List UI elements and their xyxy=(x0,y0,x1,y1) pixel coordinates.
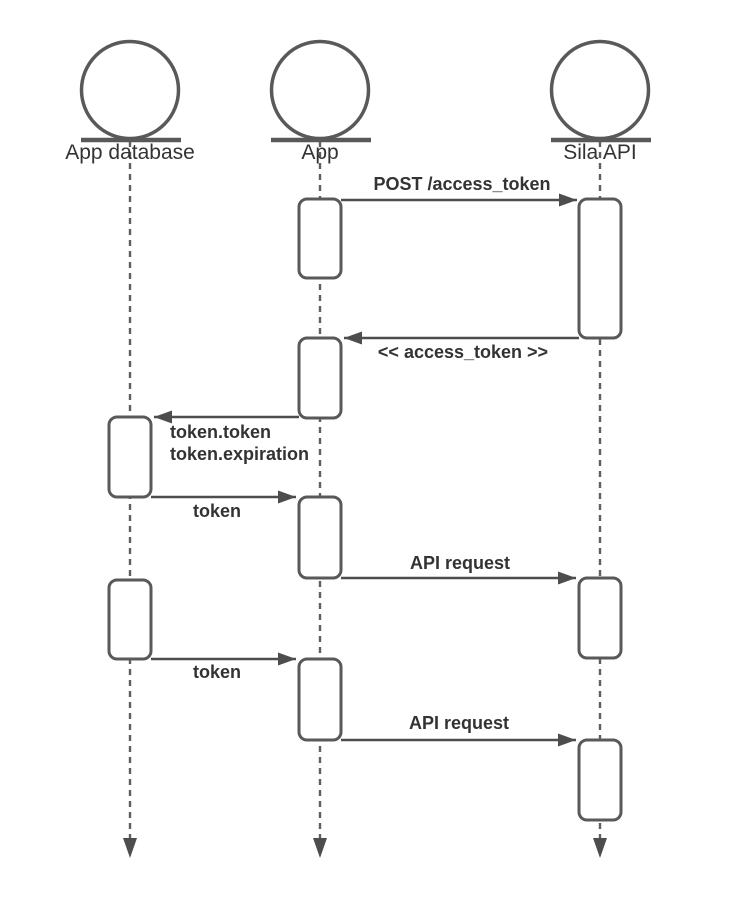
activation-boxes xyxy=(107,197,623,822)
message-label: token xyxy=(193,501,241,521)
activation-app-database-1 xyxy=(107,415,153,499)
actor-label-app-database: App database xyxy=(65,141,195,164)
message-label-line1: token.token xyxy=(170,422,271,442)
message-post-access-token: POST /access_token xyxy=(341,174,577,207)
lifeline-end-arrow-icon xyxy=(313,838,327,858)
activation-sila-api-1 xyxy=(577,197,623,340)
actor-label-app: App xyxy=(301,141,338,164)
message-token-1: token xyxy=(151,490,296,521)
actor-label-sila-api: Sila API xyxy=(563,141,637,164)
message-label: token xyxy=(193,662,241,682)
activation-sila-api-2 xyxy=(577,576,623,660)
actor-app: App xyxy=(269,39,371,164)
message-label: POST /access_token xyxy=(373,174,550,194)
activation-sila-api-3 xyxy=(577,738,623,822)
actor-app-database: App database xyxy=(65,39,195,164)
actor-sila-api: Sila API xyxy=(549,39,651,164)
activation-app-database-2 xyxy=(107,578,153,661)
lifeline-end-arrow-icon xyxy=(123,838,137,858)
message-api-request-1: API request xyxy=(341,553,576,585)
activation-app-3 xyxy=(297,495,343,580)
message-label: API request xyxy=(410,553,510,573)
activation-app-1 xyxy=(297,197,343,280)
message-label-line2: token.expiration xyxy=(170,444,309,464)
lifeline-end-arrow-icon xyxy=(593,838,607,858)
message-token-2: token xyxy=(151,652,296,682)
message-store-token: token.token token.expiration xyxy=(154,410,309,464)
lifelines xyxy=(123,141,607,858)
message-label: << access_token >> xyxy=(378,342,548,362)
message-api-request-2: API request xyxy=(341,713,576,747)
activation-app-4 xyxy=(297,657,343,742)
message-label: API request xyxy=(409,713,509,733)
message-access-token-return: << access_token >> xyxy=(344,331,579,362)
activation-app-2 xyxy=(297,336,343,420)
